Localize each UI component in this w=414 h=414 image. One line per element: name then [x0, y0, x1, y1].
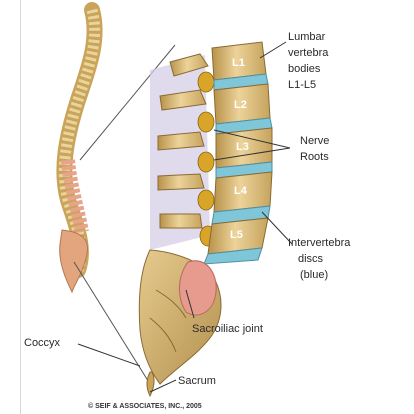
lumbar-label-line-4: L1-L5: [288, 79, 316, 91]
vertebra-label-l3: L3: [236, 141, 249, 153]
lumbar-spine-magnified: L1 L2 L3 L4 L5: [139, 42, 272, 396]
lumbar-label-line-2: vertebra: [288, 47, 329, 59]
lumbar-label-line-1: Lumbar: [288, 31, 326, 43]
lumbar-label-line-3: bodies: [288, 63, 321, 75]
nerve-roots-label: Nerve Roots: [300, 135, 329, 163]
full-spine-overview: [60, 10, 95, 292]
si-joint-label: Sacroiliac joint: [192, 323, 263, 335]
vertebra-label-l4: L4: [234, 185, 248, 197]
copyright-credit: © SEIF & ASSOCIATES, INC., 2005: [88, 402, 202, 410]
vertebra-label-l1: L1: [232, 57, 245, 69]
disc-label-line-1: Intervertebra: [288, 237, 351, 249]
disc-label-line-2: discs: [298, 253, 324, 265]
nerve-label-line-1: Nerve: [300, 135, 329, 147]
vertebra-label-l5: L5: [230, 229, 243, 241]
si-joint-region: [180, 261, 217, 315]
lumbar-label: Lumbar vertebra bodies L1-L5: [288, 31, 329, 91]
disc-label: Intervertebra discs (blue): [288, 237, 351, 281]
sacrum-label: Sacrum: [178, 375, 216, 387]
disc-label-line-3: (blue): [300, 269, 328, 281]
vertebra-label-l2: L2: [234, 99, 247, 111]
coccyx-label: Coccyx: [24, 337, 61, 349]
nerve-label-line-2: Roots: [300, 151, 329, 163]
